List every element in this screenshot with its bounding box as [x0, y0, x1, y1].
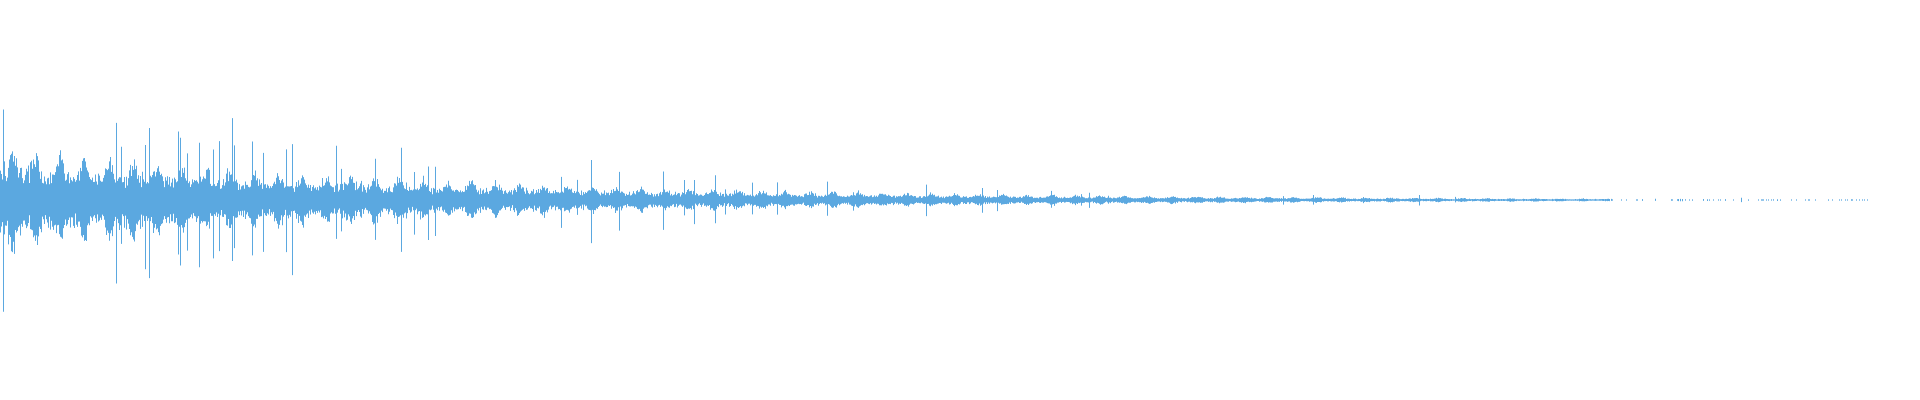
waveform-bars [0, 109, 1868, 312]
